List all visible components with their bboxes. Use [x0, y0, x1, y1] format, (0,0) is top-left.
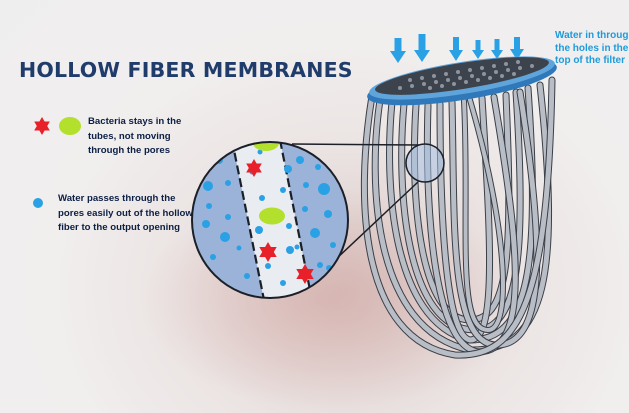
- inlet-arrows: [390, 34, 524, 63]
- bacteria-legend-icon: [34, 117, 81, 135]
- water-legend-label: Water passes through the pores easily ou…: [58, 193, 193, 233]
- bacteria-legend-label: Bacteria stays in the tubes, not moving …: [88, 116, 182, 156]
- zoom-source-circle: [405, 143, 445, 183]
- fiber-bundle: [360, 76, 556, 359]
- filter-cap: [367, 56, 557, 106]
- zoom-line-top: [291, 143, 420, 146]
- magnified-fiber-view: [191, 141, 349, 299]
- diagram-title: HOLLOW FIBER MEMBRANES: [19, 58, 353, 82]
- inlet-caption: Water in through the holes in the top of…: [555, 30, 629, 66]
- water-legend-icon: [33, 198, 43, 208]
